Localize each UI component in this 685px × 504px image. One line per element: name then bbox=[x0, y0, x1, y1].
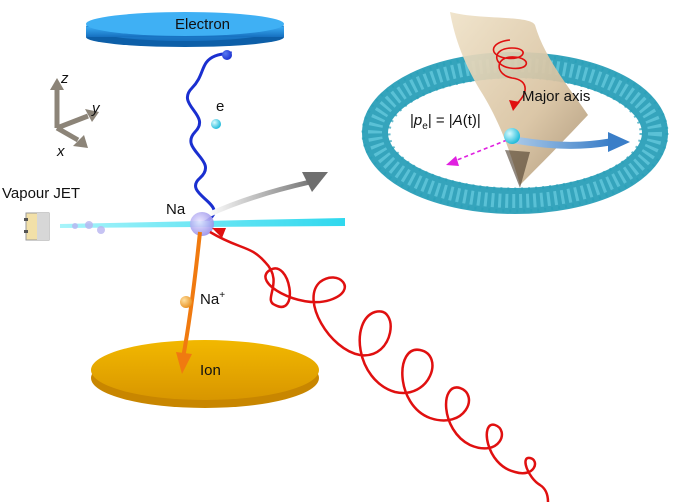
axis-y-label: y bbox=[92, 100, 100, 117]
equation-right-paren: (t) bbox=[462, 112, 477, 129]
equation-right-var: A bbox=[452, 112, 463, 129]
equation-right-close: | bbox=[476, 112, 481, 129]
axis-x-label: x bbox=[57, 143, 65, 160]
inset-electron-ball bbox=[504, 128, 520, 144]
momentum-equation: |pe| = |A(t)| bbox=[410, 112, 481, 132]
ion-detector bbox=[91, 340, 319, 408]
pe-arrow bbox=[446, 139, 508, 166]
laser-arrowhead bbox=[212, 228, 226, 238]
ion-trajectory bbox=[176, 231, 202, 374]
vapour-jet-label: Vapour JET bbox=[2, 185, 81, 202]
ion-detector-label: Ion bbox=[200, 362, 221, 379]
ion-label-main: Na bbox=[200, 291, 220, 308]
inset-blue-arrow bbox=[514, 132, 630, 152]
escape-arrow bbox=[206, 172, 328, 218]
electron-ball bbox=[211, 119, 221, 129]
ion-label: Na+ bbox=[200, 290, 225, 308]
equation-left-open: | bbox=[410, 112, 414, 129]
electron-detector bbox=[86, 12, 284, 47]
electron-trajectory-head bbox=[222, 50, 232, 60]
major-axis-label: Major axis bbox=[522, 88, 591, 105]
sodium-atom bbox=[190, 212, 214, 236]
axes-triad bbox=[50, 78, 99, 148]
atom-label: Na bbox=[166, 201, 186, 218]
equation-left-sub: e bbox=[422, 121, 428, 132]
sheet-helix-arrowhead bbox=[509, 100, 520, 111]
laser-beam bbox=[209, 230, 550, 503]
electron-detector-label: Electron bbox=[175, 16, 231, 33]
equation-left-var: p bbox=[413, 112, 423, 129]
sheet-helix bbox=[492, 39, 528, 106]
electron-label: e bbox=[216, 98, 225, 115]
ion-label-charge: + bbox=[219, 290, 226, 301]
axis-z-label: z bbox=[61, 70, 69, 87]
electron-trajectory bbox=[185, 51, 232, 224]
equation-middle: | = | bbox=[427, 112, 453, 129]
